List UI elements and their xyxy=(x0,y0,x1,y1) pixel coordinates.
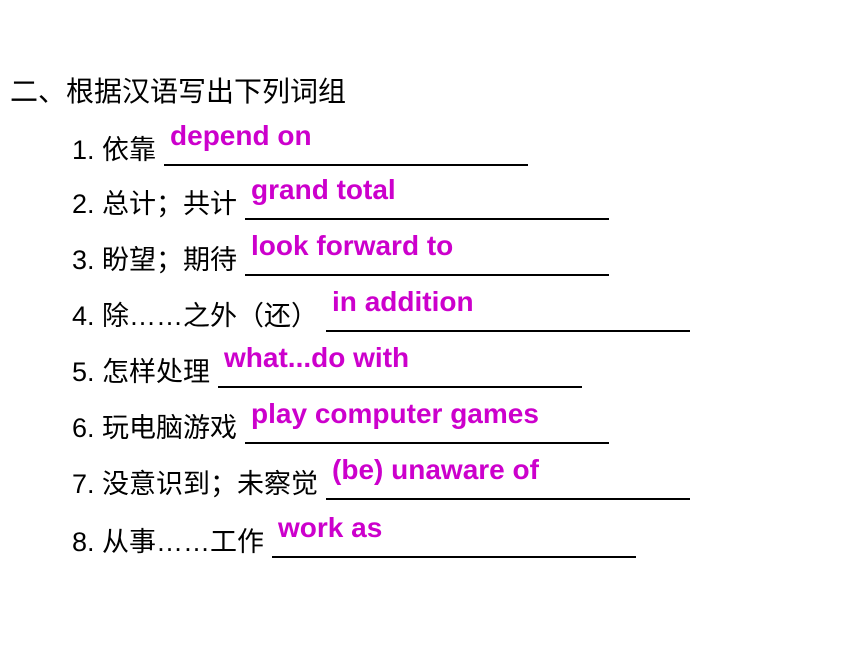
item-prompt: 8. 从事……工作 xyxy=(72,527,265,557)
answer-blank: what...do with xyxy=(218,342,583,392)
underline xyxy=(245,274,610,276)
answer-blank: depend on xyxy=(164,120,529,170)
item-prompt: 7. 没意识到；未察觉 xyxy=(72,469,319,499)
answer-text: grand total xyxy=(251,174,396,205)
phrase-item-3: 3. 盼望；期待 look forward to xyxy=(72,230,610,280)
phrase-item-7: 7. 没意识到；未察觉 (be) unaware of xyxy=(72,454,691,504)
underline xyxy=(326,498,691,500)
underline xyxy=(164,164,529,166)
phrase-item-4: 4. 除……之外（还） in addition xyxy=(72,286,691,336)
phrase-item-1: 1. 依靠 depend on xyxy=(72,120,529,170)
item-prompt: 1. 依靠 xyxy=(72,135,157,165)
answer-text: (be) unaware of xyxy=(332,454,539,485)
answer-blank: look forward to xyxy=(245,230,610,280)
phrase-item-5: 5. 怎样处理 what...do with xyxy=(72,342,583,392)
phrase-item-6: 6. 玩电脑游戏 play computer games xyxy=(72,398,610,448)
underline xyxy=(326,330,691,332)
answer-blank: (be) unaware of xyxy=(326,454,691,504)
underline xyxy=(245,218,610,220)
answer-blank: work as xyxy=(272,512,637,562)
phrase-item-8: 8. 从事……工作 work as xyxy=(72,512,637,562)
answer-text: what...do with xyxy=(224,342,410,373)
underline xyxy=(245,442,610,444)
phrase-item-2: 2. 总计；共计 grand total xyxy=(72,174,610,224)
underline xyxy=(218,386,583,388)
item-prompt: 5. 怎样处理 xyxy=(72,357,211,387)
underline xyxy=(272,556,637,558)
answer-blank: in addition xyxy=(326,286,691,336)
answer-text: play computer games xyxy=(251,398,539,429)
answer-text: in addition xyxy=(332,286,474,317)
item-prompt: 3. 盼望；期待 xyxy=(72,245,238,275)
answer-text: work as xyxy=(278,512,383,543)
answer-blank: grand total xyxy=(245,174,610,224)
answer-text: depend on xyxy=(170,120,312,151)
answer-text: look forward to xyxy=(251,230,454,261)
section-heading: 二、根据汉语写出下列词组 xyxy=(10,76,347,107)
item-prompt: 6. 玩电脑游戏 xyxy=(72,413,238,443)
item-prompt: 4. 除……之外（还） xyxy=(72,301,319,331)
item-prompt: 2. 总计；共计 xyxy=(72,189,238,219)
answer-blank: play computer games xyxy=(245,398,610,448)
